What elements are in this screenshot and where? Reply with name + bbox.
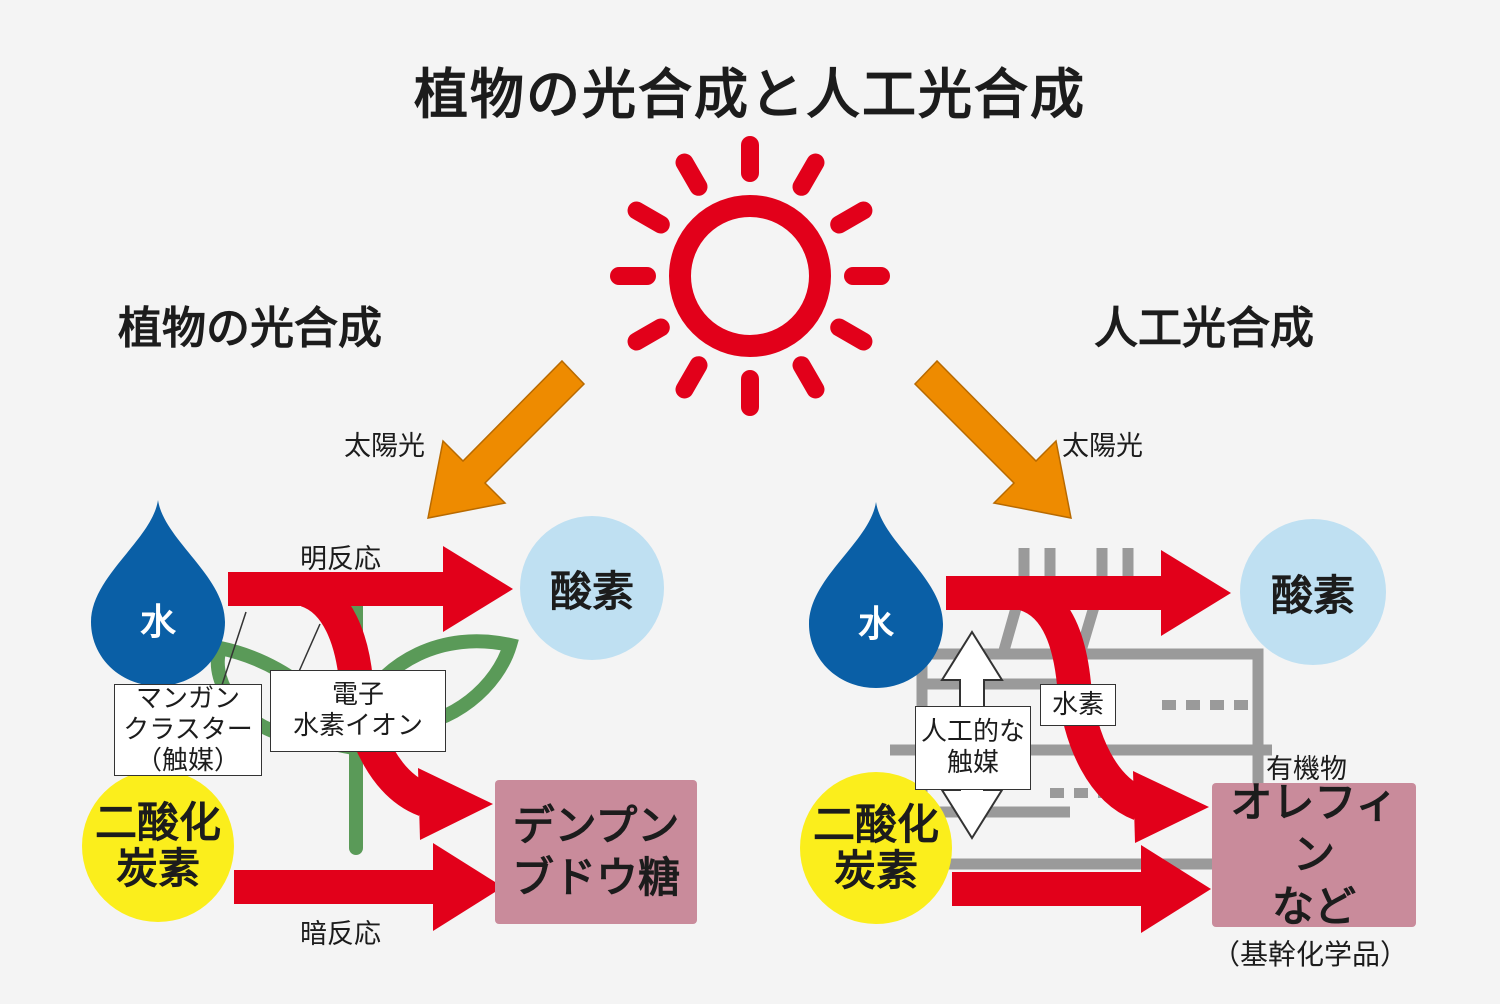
water-drop-icon <box>809 502 943 688</box>
product-line-1: オレフィン <box>1230 778 1398 879</box>
dark-reaction-arrow-left <box>234 843 503 931</box>
catalyst-box-left: マンガン クラスター （触媒） <box>114 684 262 776</box>
water-drop-icon <box>91 500 225 686</box>
right-heading: 人工光合成 <box>1094 303 1314 354</box>
co2-circle-left <box>82 770 234 922</box>
electron-flow-arrowhead-left <box>418 768 493 840</box>
co2-line-2: 炭素 <box>833 846 918 895</box>
oxygen-circle-left <box>520 516 664 660</box>
light-reaction-label: 明反応 <box>300 544 381 575</box>
catalyst-line-2: クラスター <box>123 714 253 745</box>
sunlight-arrow-left <box>427 359 586 519</box>
hydrogen-flow-arrowhead-right <box>1133 771 1209 843</box>
product-line-1: デンプン <box>512 801 680 850</box>
co2-arrow-right <box>952 845 1211 933</box>
sunlight-label-left: 太陽光 <box>344 431 425 462</box>
page-title: 植物の光合成と人工光合成 <box>414 63 1086 126</box>
water-label-right: 水 <box>857 604 894 645</box>
product-note: （基幹化学品） <box>1212 938 1409 971</box>
co2-line-1: 二酸化 <box>94 798 221 847</box>
hydrogen-box: 水素 <box>1040 684 1116 726</box>
product-box-left: デンプン ブドウ糖 <box>495 780 697 924</box>
product-line-2: など <box>1271 882 1356 931</box>
product-line-2: ブドウ糖 <box>511 853 680 902</box>
oxygen-label-left: 酸素 <box>549 566 634 616</box>
co2-label-left: 二酸化 炭素 <box>83 796 233 896</box>
organic-label: 有機物 <box>1266 754 1347 785</box>
water-label-left: 水 <box>139 602 176 643</box>
sun-icon <box>610 136 890 416</box>
co2-line-2: 炭素 <box>115 844 200 893</box>
sunlight-label-right: 太陽光 <box>1062 431 1143 462</box>
catalyst-box-right: 人工的な 触媒 <box>915 706 1031 790</box>
electron-box: 電子 水素イオン <box>270 670 446 752</box>
dark-reaction-label: 暗反応 <box>300 919 381 950</box>
catalyst-line-3: （触媒） <box>135 745 240 776</box>
electron-line-1: 電子 <box>331 680 384 710</box>
catalyst-line-1: マンガン <box>135 683 240 714</box>
sunlight-arrow-right <box>913 359 1072 519</box>
oxygen-label-right: 酸素 <box>1270 570 1355 620</box>
left-heading: 植物の光合成 <box>118 303 382 354</box>
catalyst-line-1: 人工的な <box>920 717 1025 747</box>
oxygen-circle-right <box>1240 519 1386 665</box>
co2-line-1: 二酸化 <box>812 800 939 849</box>
co2-label-right: 二酸化 炭素 <box>801 798 951 898</box>
hydrogen-label: 水素 <box>1051 689 1104 720</box>
electron-line-2: 水素イオン <box>292 711 423 741</box>
product-box-right: オレフィン など <box>1212 778 1416 931</box>
catalyst-line-2: 触媒 <box>946 748 999 778</box>
co2-circle-right <box>800 772 952 924</box>
